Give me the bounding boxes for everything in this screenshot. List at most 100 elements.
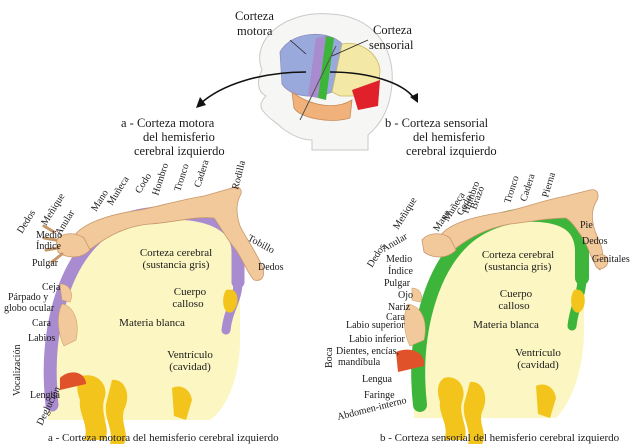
- a-inner-cortex-1: Corteza cerebral: [140, 247, 212, 259]
- a-label-dedos: Dedos: [15, 208, 38, 236]
- b-label-nariz: Nariz: [388, 302, 411, 313]
- panel-a-ventricle-small: [172, 386, 192, 420]
- sensory-strip: [318, 36, 334, 100]
- panel-a-heading-3: cerebral izquierdo: [134, 144, 225, 158]
- motor-pointer: [289, 39, 307, 55]
- b-label-lengua: Lengua: [362, 374, 393, 385]
- a-inner-white: Materia blanca: [119, 317, 185, 329]
- panel-a-headings: a - Corteza motora del hemisferio cerebr…: [121, 116, 225, 158]
- panel-a-inner-labels: Corteza cerebral (sustancia gris) Cuerpo…: [119, 247, 213, 373]
- panel-b-ventricle-left: [437, 377, 466, 440]
- panel-a-yellow-top: [223, 289, 238, 313]
- a-inner-callosum-1: Cuerpo: [174, 286, 207, 298]
- panel-b-tongue: [396, 349, 425, 372]
- b-label-menique: Meñique: [391, 195, 419, 231]
- panel-a-caption: a - Corteza motora del hemisferio cerebr…: [48, 432, 279, 444]
- panel-b-eye: [411, 287, 422, 303]
- panel-a-heading-2: del hemisferio: [143, 130, 215, 144]
- b-label-pierna: Pierna: [540, 171, 558, 199]
- b-label-genitales: Genitales: [592, 254, 630, 265]
- a-label-hombro: Hombro: [150, 162, 171, 197]
- motor-title-2: motora: [237, 24, 273, 38]
- b-inner-cortex-1: Corteza cerebral: [482, 249, 554, 261]
- panel-b-yellow-top: [571, 289, 585, 313]
- b-label-dientes-1: Dientes, encías,: [336, 346, 399, 357]
- a-label-indice: Índice: [36, 240, 62, 252]
- arrowhead-right: [410, 93, 418, 103]
- panel-a-arm-leg: [67, 186, 264, 281]
- b-label-faringe: Faringe: [364, 390, 395, 401]
- b-inner-ventricle-1: Ventrículo: [515, 347, 561, 359]
- a-inner-cortex-2: (sustancia gris): [143, 259, 210, 271]
- b-label-dientes-2: mandíbula: [338, 357, 381, 368]
- panel-b-heading-2: del hemisferio: [413, 130, 485, 144]
- panel-b-ventricle-small: [536, 384, 556, 418]
- a-label-medio: Medio: [36, 230, 62, 241]
- panel-b-heading-1: b - Corteza sensorial: [385, 116, 489, 130]
- b-label-pie: Pie: [580, 220, 593, 231]
- b-inner-white: Materia blanca: [473, 319, 539, 331]
- b-inner-callosum-2: calloso: [498, 300, 530, 312]
- panel-b-homunculus-body: [421, 189, 609, 271]
- panel-a-eye: [59, 283, 72, 303]
- b-inner-cortex-2: (sustancia gris): [485, 261, 552, 273]
- panel-a-ventricle-left: [77, 375, 107, 440]
- panel-b-hand: [421, 233, 457, 258]
- occipital-lobe-red: [352, 80, 380, 110]
- panel-b-lips: [404, 303, 426, 347]
- b-label-cara: Cara: [386, 312, 405, 323]
- b-inner-ventricle-2: (cavidad): [517, 359, 559, 371]
- b-label-dedos-pie: Dedos: [582, 236, 608, 247]
- panel-b-brain: [396, 207, 589, 444]
- panel-a-lips: [58, 303, 78, 347]
- a-label-muneca: Muñeca: [105, 174, 132, 208]
- arrowhead-left: [196, 97, 206, 108]
- a-inner-ventricle-2: (cavidad): [169, 361, 211, 373]
- a-label-globo: globo ocular: [4, 303, 55, 314]
- sensory-title-2: sensorial: [369, 38, 414, 52]
- panel-a-hand: [55, 233, 91, 258]
- b-label-labio-inf: Labio inferior: [349, 334, 405, 345]
- motor-strip: [308, 36, 326, 98]
- motor-title-1: Corteza: [235, 9, 274, 23]
- b-label-pulgar: Pulgar: [384, 278, 411, 289]
- a-label-dedos-pie: Dedos: [258, 262, 284, 273]
- panel-a-heading-1: a - Corteza motora: [121, 116, 215, 130]
- panel-b-heading-3: cerebral izquierdo: [406, 144, 497, 158]
- arrow-to-sensory: [329, 71, 415, 99]
- a-inner-callosum-2: calloso: [172, 298, 204, 310]
- b-inner-callosum-1: Cuerpo: [500, 288, 533, 300]
- a-label-lengua: Lengua: [30, 390, 61, 401]
- a-label-labios: Labios: [28, 333, 55, 344]
- a-label-vocalizacion: Vocalización: [12, 345, 23, 396]
- panel-a-tongue: [60, 372, 86, 390]
- panel-a-homunculus-body: [42, 186, 264, 281]
- a-label-parpado: Párpado y: [8, 292, 48, 303]
- a-inner-ventricle-1: Ventrículo: [167, 349, 213, 361]
- b-label-anular: Anular: [380, 231, 410, 255]
- panel-a-ventricle-right: [105, 379, 128, 444]
- a-label-ceja: Ceja: [42, 282, 61, 293]
- parietal-lobe-yellow: [331, 42, 381, 97]
- panel-b-ventricle-right: [463, 381, 486, 444]
- a-label-rodilla: Rodilla: [230, 159, 248, 191]
- panel-b-headings: b - Corteza sensorial del hemisferio cer…: [385, 116, 497, 158]
- a-label-pulgar: Pulgar: [32, 258, 59, 269]
- panel-a-white-matter: [46, 214, 240, 420]
- panel-a-fingers: [42, 224, 64, 264]
- panel-b-inner-labels: Corteza cerebral (sustancia gris) Cuerpo…: [473, 249, 561, 371]
- panel-b-white-matter: [413, 214, 584, 418]
- b-label-cadera: Cadera: [518, 172, 537, 203]
- b-label-boca: Boca: [324, 347, 335, 368]
- a-label-tronco: Tronco: [172, 162, 191, 193]
- b-label-medio: Medio: [386, 254, 412, 265]
- sensory-title-1: Corteza: [373, 23, 412, 37]
- a-label-cara: Cara: [32, 318, 51, 329]
- b-label-labio-sup: Labio superior: [346, 320, 405, 331]
- panel-b-genitals: [594, 254, 609, 270]
- b-label-ojo: Ojo: [398, 290, 413, 301]
- arrow-to-motor: [199, 71, 307, 105]
- a-label-cadera: Cadera: [192, 158, 211, 189]
